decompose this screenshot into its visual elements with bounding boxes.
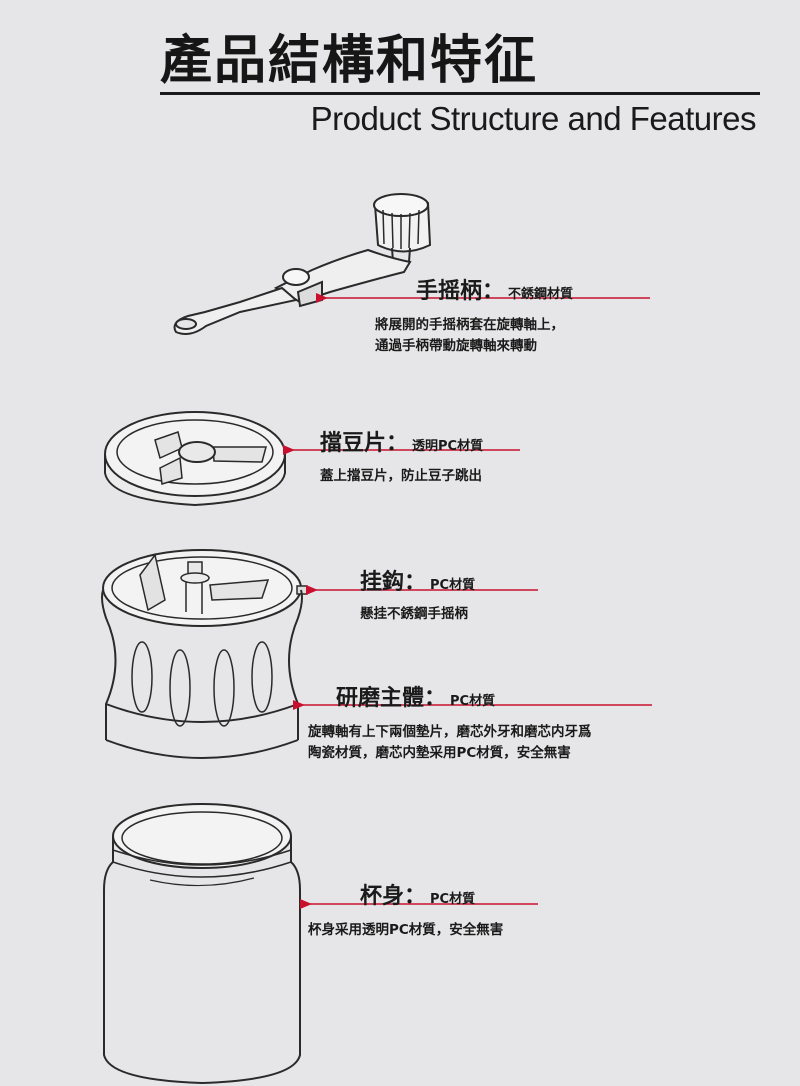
callout-arrows: [283, 293, 652, 909]
part-label-cup: 杯身：PC材質: [360, 878, 475, 910]
page-title-chinese: 產品結構和特征: [160, 31, 539, 91]
part-material: 不銹鋼材質: [508, 287, 574, 302]
hand-crank-drawing: [173, 193, 432, 335]
part-label-hand-crank: 手摇柄：不銹鋼材質: [416, 273, 573, 305]
desc-line: 杯身采用透明PC材質，安全無害: [308, 922, 504, 938]
part-name: 杯身：: [360, 884, 427, 909]
bean-cover-drawing: [104, 411, 286, 507]
cup-drawing: [103, 803, 301, 1085]
part-name: 手摇柄：: [416, 279, 505, 304]
part-name: 擋豆片：: [320, 431, 409, 456]
part-material: PC材質: [450, 694, 496, 709]
grinder-body-drawing: [101, 549, 308, 759]
desc-line: 蓋上擋豆片，防止豆子跳出: [320, 468, 482, 484]
part-name: 挂鈎：: [360, 570, 427, 595]
part-label-grinder-body: 研磨主體：PC材質: [336, 680, 495, 712]
part-desc-bean-cover: 蓋上擋豆片，防止豆子跳出: [320, 466, 482, 487]
part-desc-hook: 懸挂不銹鋼手摇柄: [360, 604, 468, 625]
desc-line: 陶瓷材質，磨芯内墊采用PC材質，安全無害: [308, 745, 571, 761]
part-label-bean-cover: 擋豆片：透明PC材質: [320, 425, 483, 457]
desc-line: 懸挂不銹鋼手摇柄: [360, 606, 468, 622]
title-divider: [160, 92, 760, 95]
desc-line: 通過手柄帶動旋轉軸來轉動: [375, 338, 537, 354]
part-material: PC材質: [430, 892, 476, 907]
desc-line: 將展開的手摇柄套在旋轉軸上，: [375, 317, 564, 333]
part-material: 透明PC材質: [412, 439, 484, 454]
desc-line: 旋轉軸有上下兩個墊片，磨芯外牙和磨芯内牙爲: [308, 724, 592, 740]
part-desc-grinder-body: 旋轉軸有上下兩個墊片，磨芯外牙和磨芯内牙爲 陶瓷材質，磨芯内墊采用PC材質，安全…: [308, 722, 592, 764]
part-desc-hand-crank: 將展開的手摇柄套在旋轉軸上， 通過手柄帶動旋轉軸來轉動: [375, 315, 564, 357]
page-title-english: Product Structure and Features: [310, 100, 757, 137]
part-label-hook: 挂鈎：PC材質: [360, 564, 475, 596]
part-material: PC材質: [430, 578, 476, 593]
part-desc-cup: 杯身采用透明PC材質，安全無害: [308, 920, 503, 941]
part-name: 研磨主體：: [336, 686, 447, 711]
